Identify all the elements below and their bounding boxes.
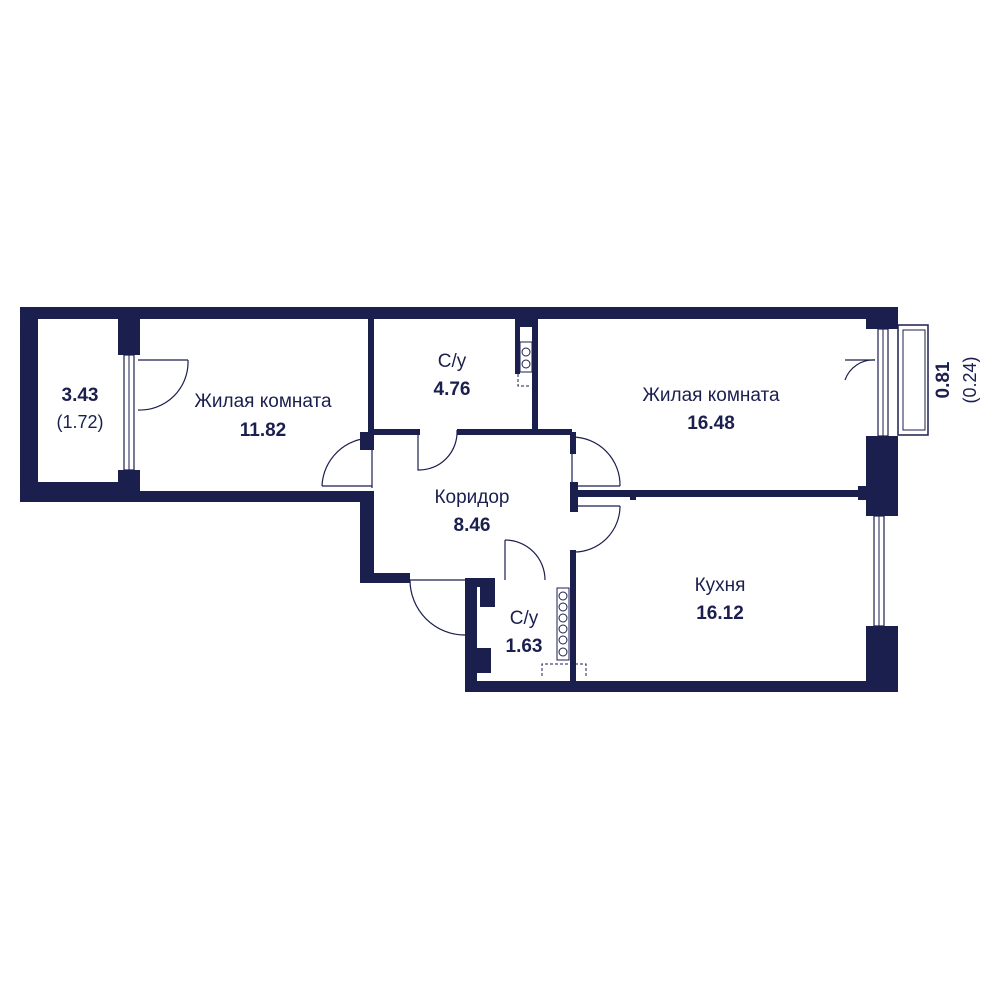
- door-bath2: [504, 539, 546, 581]
- wall-corridor-left: [360, 491, 374, 581]
- bathroom-1-name: С/у: [438, 351, 467, 372]
- balcony-outline: [897, 324, 929, 436]
- wall-bath2-top: [465, 578, 495, 587]
- kitchen-name: Кухня: [695, 575, 746, 596]
- wall-bottom: [465, 681, 898, 692]
- wall-corridor-left-top: [360, 432, 374, 450]
- living-room-2-name: Жилая комната: [642, 385, 780, 406]
- window-room1: [123, 354, 135, 471]
- wall-bath2-left: [465, 578, 477, 691]
- wall-bath2-notch: [480, 587, 495, 607]
- wall-room1-bath1: [368, 307, 374, 432]
- wall-corridor-bottom-left: [360, 573, 410, 583]
- wall-bath2-notch2: [477, 648, 491, 673]
- wall-bath1-bottom-right: [457, 429, 572, 435]
- balcony-area-reduced: (0.24): [960, 356, 980, 403]
- door-room2-balcony: [844, 359, 876, 381]
- window-room2: [877, 328, 889, 437]
- kitchen-area: 16.12: [696, 603, 744, 624]
- labels: 3.43 (1.72) Жилая комната 11.82 С/у 4.76…: [56, 351, 980, 657]
- corridor-area: 8.46: [454, 515, 491, 536]
- door-loggia-room1: [137, 359, 189, 411]
- wall-right-top: [866, 307, 898, 329]
- wall-right-mid: [866, 436, 898, 516]
- wall-bath2-kitchen: [570, 578, 576, 683]
- riser-bath2: [541, 587, 587, 676]
- wall-top: [20, 307, 898, 319]
- loggia-area-reduced: (1.72): [56, 412, 103, 432]
- window-kitchen: [873, 515, 885, 627]
- bathroom-2-name: С/у: [510, 608, 539, 629]
- doors: [137, 359, 876, 636]
- riser-bath1: [517, 341, 533, 387]
- wall-kitchen-corridor-upper: [570, 432, 576, 454]
- door-entrance: [409, 579, 466, 636]
- bathroom-2-area: 1.63: [506, 636, 543, 657]
- door-bath1-corridor: [417, 429, 458, 471]
- door-kitchen-corridor: [573, 505, 621, 553]
- window-loggia: [23, 329, 35, 483]
- living-room-2-area: 16.48: [687, 413, 735, 434]
- wall-pillar-top-left: [118, 307, 140, 355]
- loggia-area: 3.43: [62, 385, 99, 406]
- balcony-area: 0.81: [933, 361, 954, 398]
- wall-shaft-bath1: [515, 319, 532, 327]
- windows: [23, 324, 929, 627]
- wall-bath1-bottom-left: [368, 429, 420, 435]
- door-room1-corridor: [321, 437, 373, 488]
- wall-room2-kitchen: [570, 490, 865, 497]
- wall-room2-kitchen-end: [630, 490, 636, 500]
- wall-right-pillar: [858, 486, 874, 500]
- living-room-1-name: Жилая комната: [194, 391, 332, 412]
- living-room-1-area: 11.82: [240, 420, 287, 441]
- wall-kitchen-corridor-low: [570, 550, 576, 580]
- wall-room1-bottom: [118, 491, 373, 502]
- bathroom-1-area: 4.76: [434, 379, 471, 400]
- wall-shaft-bath1-side: [515, 319, 520, 374]
- wall-loggia-bottom: [20, 482, 140, 502]
- corridor-name: Коридор: [434, 487, 509, 508]
- wall-bath1-room2: [532, 307, 538, 435]
- fixtures: [517, 341, 587, 676]
- door-room2-corridor: [571, 436, 621, 487]
- walls: [20, 307, 898, 692]
- wall-right-bottom: [866, 626, 898, 692]
- balcony-inner: [902, 329, 926, 431]
